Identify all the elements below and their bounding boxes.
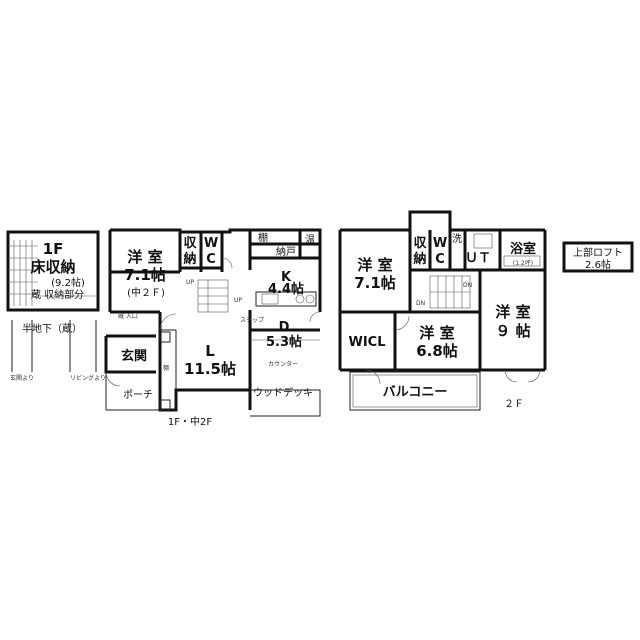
door-swing	[527, 369, 541, 383]
storage-grid	[8, 240, 98, 306]
floor-1-caption: 1F・中2F	[168, 415, 212, 428]
floor-1-stairs	[197, 279, 229, 313]
fl2-wc-top: W	[433, 236, 447, 251]
basement-left-note: 玄関より	[10, 374, 34, 382]
fl2-balcony: バルコニー	[383, 385, 448, 400]
basement-caption: 半地下（蔵）	[22, 322, 82, 335]
loft-size: 2.6帖	[585, 258, 611, 271]
washbasin-icon	[473, 233, 493, 249]
fl1-living-size: 11.5帖	[184, 360, 236, 378]
basement-stairs	[11, 320, 97, 372]
loft: 上部ロフト 2.6帖	[562, 241, 634, 273]
fl1-bedroom-size: 7.1帖	[124, 266, 166, 284]
floor-2-caption: ２Ｆ	[504, 399, 524, 410]
door-swing	[309, 311, 321, 323]
fl2-bath-size: (1.2坪)	[513, 259, 533, 267]
column	[159, 399, 171, 411]
fl2-wash: 洗	[452, 233, 462, 245]
floor-2-plan: 洋 室 7.1帖 収 納 W C 洗 ＵＴ 浴室 (1.2坪) WICL 洋 室…	[338, 210, 547, 411]
stove-icon	[295, 294, 305, 304]
fl2-bedroom-a-size: 7.1帖	[354, 274, 396, 292]
floor-2-stairs	[429, 275, 471, 309]
door-swing	[394, 315, 410, 331]
fl2-wicl: WICL	[348, 335, 385, 350]
fl1-wc-bottom: C	[206, 252, 216, 267]
fl2-closet-bottom: 納	[413, 251, 426, 267]
door-swing	[504, 369, 518, 383]
fl1-closet-bottom: 納	[183, 251, 196, 267]
fl1-storage-entry: 蔵 入口	[118, 312, 138, 320]
fl2-bedroom-c-size: ９ 帖	[495, 322, 530, 340]
fl1-counter: カウンター	[268, 360, 298, 368]
fl2-bath-name: 浴室	[510, 241, 536, 257]
basement-right-note: リビングより	[70, 374, 106, 382]
fl1-wc-top: W	[204, 236, 218, 251]
fl1-entrance-shelf: 棚	[163, 364, 169, 372]
fl2-closet-top: 収	[413, 236, 427, 251]
stove-icon	[305, 294, 315, 304]
fl1-dining-name: D	[279, 320, 290, 335]
fl2-bedroom-c-name: 洋 室	[495, 303, 530, 321]
basement-room-name: 床収納	[30, 258, 75, 276]
fl1-kitchen-shelf: 棚	[258, 231, 268, 244]
door-swing	[159, 313, 177, 331]
basement-floor-label: 1F	[43, 240, 64, 258]
fl2-dn-b: DN	[463, 282, 472, 289]
fl1-water-heater: 温	[305, 234, 315, 246]
fl1-bedroom-name: 洋 室	[127, 248, 162, 266]
fl2-ut: ＵＴ	[465, 251, 491, 266]
fl2-dn-a: DN	[416, 300, 425, 307]
fl1-step: ステップ	[240, 317, 264, 324]
loft-name: 上部ロフト	[573, 246, 623, 259]
fl2-bedroom-b-size: 6.8帖	[416, 342, 458, 360]
basement-storage-note: 蔵 収納部分	[31, 288, 84, 301]
sink-icon	[261, 293, 279, 305]
door-swing	[365, 369, 381, 385]
fl1-up-stairs: UP	[186, 279, 194, 286]
column	[159, 331, 171, 343]
fl1-up-kitchen: UP	[234, 297, 242, 304]
fl1-closet-top: 収	[183, 236, 197, 251]
fl1-kitchen-size: 4.4帖	[268, 281, 304, 297]
fl1-living-name: L	[205, 342, 215, 360]
fl1-bedroom-note: (中２Ｆ)	[127, 286, 165, 299]
basement-storage: 1F 床収納 (9.2帖) 蔵 収納部分 半地下（蔵） 玄関より リビングより	[6, 230, 106, 382]
fl2-bedroom-b-name: 洋 室	[419, 324, 454, 342]
fl1-dining-size: 5.3帖	[266, 334, 302, 350]
balcony-outline	[349, 371, 481, 411]
door-swing	[221, 257, 233, 269]
door-swing	[105, 371, 121, 387]
fl1-entrance: 玄関	[121, 348, 147, 364]
bathtub-icon	[503, 255, 541, 267]
fl1-kitchen-name: K	[281, 270, 292, 285]
fl1-nando: 納戸	[276, 245, 296, 258]
kitchen-counter	[255, 291, 317, 307]
fl1-porch: ポーチ	[123, 389, 153, 401]
fl2-bedroom-a-name: 洋 室	[357, 256, 392, 274]
fl2-wc-bottom: C	[435, 252, 445, 267]
basement-room-size: (9.2帖)	[51, 276, 85, 289]
fl1-deck: ウッドデッキ	[253, 386, 313, 399]
floor-1-plan: 洋 室 7.1帖 (中２Ｆ) 収 納 W C 棚 温 納戸 K 4.4帖 D 5…	[104, 228, 322, 428]
